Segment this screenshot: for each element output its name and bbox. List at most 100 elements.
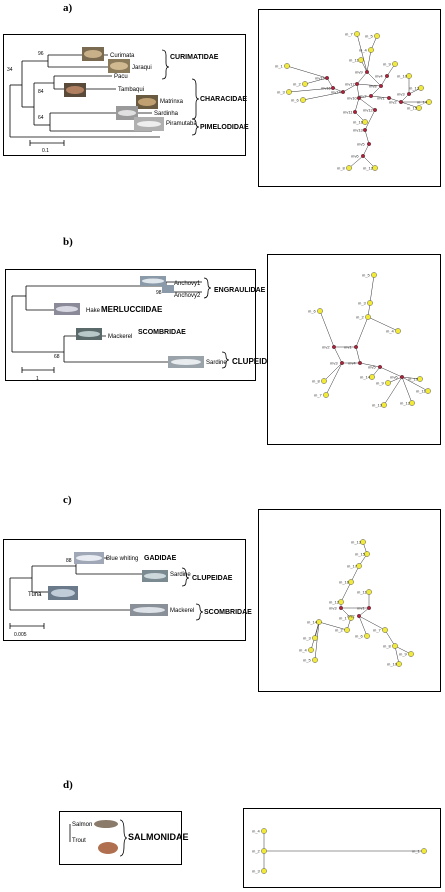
node-label: m_11 — [416, 389, 426, 394]
network-edge — [384, 629, 396, 647]
haplotype-node — [364, 551, 370, 557]
fish-image — [64, 47, 164, 131]
network-edge — [394, 645, 400, 665]
node-label: mv10 — [347, 96, 358, 101]
family-label: GADIDAE — [144, 555, 177, 562]
haplotype-node — [416, 105, 422, 111]
node-label: m_12 — [329, 600, 340, 605]
haplotype-node — [338, 599, 344, 605]
haplotype-node — [364, 633, 370, 639]
node-label: m_9 — [376, 381, 385, 386]
node-label: m_3 — [277, 90, 286, 95]
node-label: mv2 — [389, 100, 397, 105]
median-vector-node — [366, 605, 371, 610]
taxon-label: Salmon — [72, 822, 92, 828]
haplotype-node — [392, 643, 398, 649]
family-label: SCOMBRIDAE — [204, 609, 252, 616]
node-label: m_12 — [400, 401, 411, 406]
median-vector-node — [406, 91, 411, 96]
node-label: m_1 — [412, 849, 421, 854]
node-label: mv7 — [359, 94, 367, 99]
median-vector-node — [364, 70, 369, 75]
node-label: m_3 — [303, 636, 312, 641]
haplotype-node — [362, 119, 368, 125]
node-label: m_15 — [407, 106, 418, 111]
network-edge — [323, 362, 343, 382]
node-label: m_3 — [358, 301, 367, 306]
haplotype-node — [284, 63, 290, 69]
median-vector-node — [384, 73, 389, 78]
haplotype-node — [372, 165, 378, 171]
haplotype-node — [348, 615, 354, 621]
network-edge — [358, 615, 386, 631]
bootstrap-value: 88 — [66, 558, 72, 564]
node-label: m_4 — [252, 829, 261, 834]
haplotype-node — [367, 300, 373, 306]
node-label: mv2 — [347, 614, 355, 619]
haplotype-node — [344, 627, 350, 633]
network-edge — [304, 77, 328, 85]
panel-label-b: b) — [63, 236, 73, 248]
node-label: mv2 — [322, 345, 330, 350]
node-label: m_5 — [303, 658, 312, 663]
phylogenetic-tree-a: Curimata Jaraqui Pacu Tambaqui Matrinxa … — [7, 47, 249, 154]
haplotype-node — [365, 314, 371, 320]
node-label: m_14 — [307, 620, 318, 625]
node-label: m_9 — [383, 62, 392, 67]
taxon-label: Mackerel — [108, 334, 132, 340]
median-vector-node — [378, 83, 383, 88]
haplotype-node — [321, 378, 327, 384]
haplotype-node — [425, 388, 431, 394]
node-label: m_11 — [357, 590, 367, 595]
network-edge — [333, 346, 343, 364]
network-edge — [354, 97, 360, 113]
haplotype-node — [395, 328, 401, 334]
haplotype-node — [426, 99, 432, 105]
haplotype-node — [356, 563, 362, 569]
node-label: m_10 — [397, 74, 408, 79]
taxon-label: Curimata — [110, 53, 135, 59]
network-edge — [358, 607, 370, 617]
node-label: mv16 — [321, 86, 332, 91]
haplotype-node — [417, 376, 423, 382]
node-label: m_4 — [386, 329, 395, 334]
family-label: CLUPEIDAE — [232, 357, 279, 366]
fish-image — [94, 820, 118, 854]
network-edge — [359, 362, 381, 368]
haplotype-node — [381, 402, 387, 408]
node-label: m_8 — [337, 166, 346, 171]
median-vector-node — [340, 89, 345, 94]
haplotype-node — [371, 272, 377, 278]
family-label: MERLUCCIIDAE — [101, 305, 163, 314]
haplotype-node — [302, 81, 308, 87]
haplotype-node — [316, 619, 322, 625]
node-label: m_12 — [363, 166, 374, 171]
node-label: m_13 — [409, 86, 420, 91]
median-vector-node — [372, 107, 377, 112]
network-edge — [364, 129, 370, 145]
network-edge — [348, 155, 364, 169]
node-label: mv8 — [369, 84, 377, 89]
taxon-label: Mackerel — [170, 608, 194, 614]
haplotype-node — [348, 579, 354, 585]
median-vector-node — [356, 613, 361, 618]
haplotype-node — [406, 73, 412, 79]
network-edge — [383, 376, 403, 406]
median-vector-node — [356, 95, 361, 100]
family-label: ENGRAULIDAE — [214, 287, 266, 294]
network-edge — [350, 565, 360, 583]
network-edge — [401, 376, 421, 380]
node-label: m_13 — [372, 403, 383, 408]
median-vector-node — [399, 374, 404, 379]
node-label: mv3 — [397, 92, 405, 97]
network-edge — [401, 376, 413, 404]
haplotype-node — [385, 380, 391, 386]
network-edge — [379, 366, 403, 378]
tree-panel-c: Blue whiting Sardine Tuna Mackerel GADID… — [3, 539, 252, 641]
network-edge — [355, 316, 369, 348]
phylogenetic-tree-b: Anchovy1 Anchovy2 Hake Mackerel Sardine … — [11, 276, 279, 382]
node-label: mv11 — [343, 110, 353, 115]
node-label: mv5 — [357, 142, 365, 147]
